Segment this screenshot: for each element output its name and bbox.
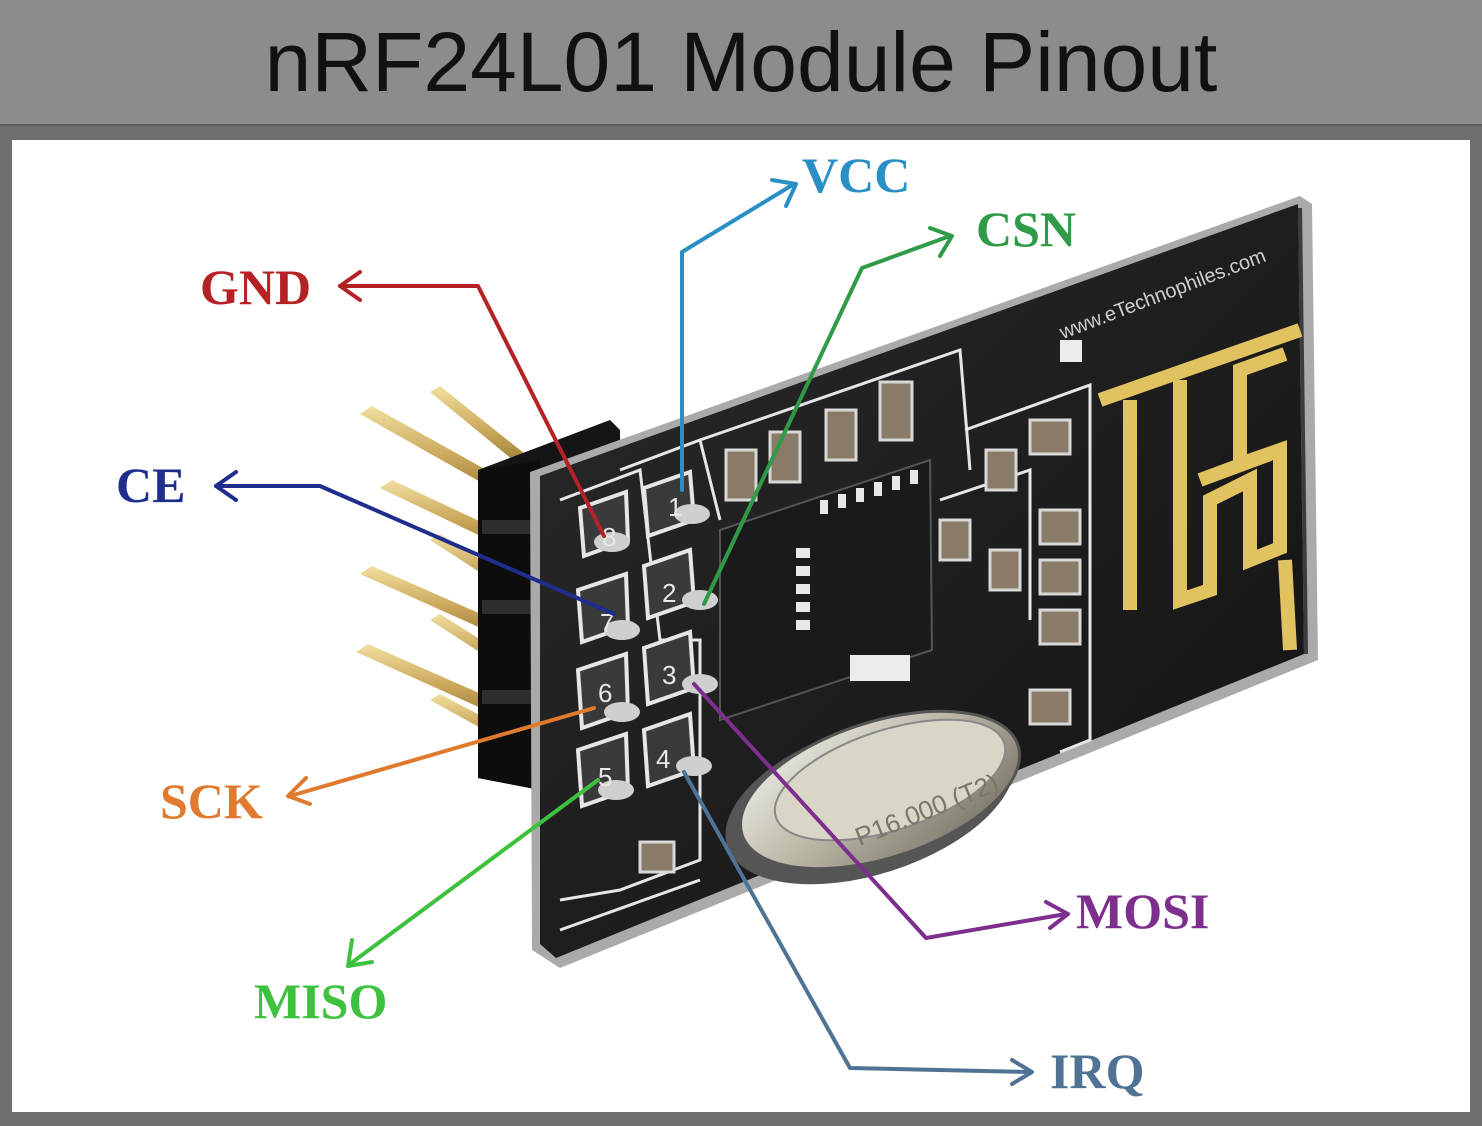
gnd-callout-line [338, 284, 606, 538]
pin-number-7: 7 [600, 608, 614, 638]
pin-number-2: 2 [662, 578, 676, 608]
pin-number-6: 6 [598, 678, 612, 708]
csn-callout-line [702, 234, 952, 606]
pin-number-8: 8 [602, 522, 616, 552]
pin-number-1: 1 [668, 492, 682, 522]
miso-arrowhead [346, 938, 374, 968]
pin-label-sck: SCK [160, 773, 263, 829]
csn-arrowhead [928, 226, 954, 258]
vcc-arrowhead [770, 178, 798, 208]
pin-numbers: 1 2 3 4 5 6 7 8 [598, 492, 682, 792]
pin-label-irq: IRQ [1050, 1043, 1144, 1099]
solder-blobs [594, 504, 718, 800]
ce-arrowhead [214, 470, 238, 502]
title-bar: nRF24L01 Module Pinout [0, 0, 1482, 126]
pcb-traces [559, 347, 1092, 932]
pin-label-csn: CSN [976, 201, 1076, 257]
pin-label-mosi: MOSI [1076, 883, 1209, 939]
gnd-arrowhead [338, 270, 362, 302]
pin-label-ce: CE [116, 457, 185, 513]
pin-label-vcc: VCC [802, 147, 910, 203]
ce-callout-line [214, 484, 616, 616]
irq-arrowhead [1010, 1058, 1034, 1086]
crystal-oscillator: P16.000 (T2) [725, 709, 1021, 885]
pin-number-4: 4 [656, 744, 670, 774]
mosi-arrowhead [1044, 900, 1070, 930]
page-title: nRF24L01 Module Pinout [264, 15, 1218, 109]
pin-number-5: 5 [598, 762, 612, 792]
pin-label-gnd: GND [200, 259, 311, 315]
sck-callout-line [288, 706, 596, 798]
pin-label-miso: MISO [254, 973, 387, 1029]
pin-labels: VCC CSN MOSI IRQ MISO SCK CE GND [116, 147, 1209, 1099]
antenna-trace [1097, 323, 1303, 651]
irq-callout-line [682, 770, 1032, 1074]
sck-arrowhead [286, 776, 312, 806]
smd-components [638, 340, 1082, 874]
miso-callout-line [348, 778, 600, 966]
pin-number-3: 3 [662, 660, 676, 690]
mosi-callout-line [692, 682, 1068, 940]
vcc-callout-line [680, 182, 796, 492]
